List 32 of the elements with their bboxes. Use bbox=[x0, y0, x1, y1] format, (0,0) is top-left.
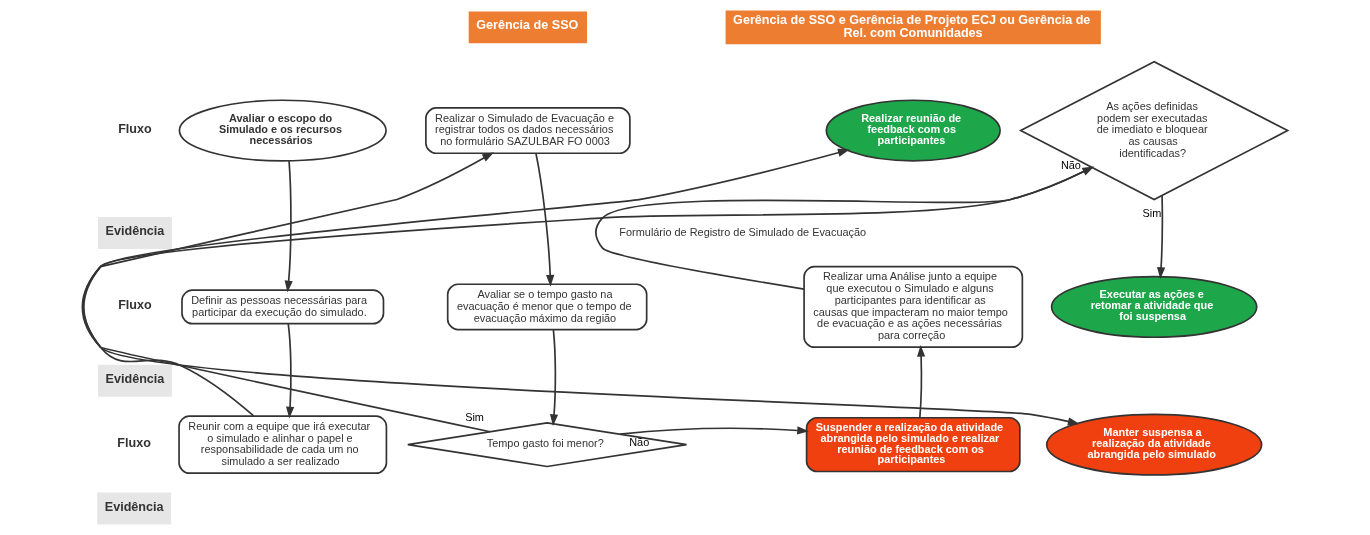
label: Gerência de SSO bbox=[476, 18, 579, 33]
node-ellipse: Manter suspensa a realização da atividade abrangida pelo simulado bbox=[1045, 413, 1263, 476]
node-box: Reunir com a equipe que irá executar o simulado e alinhar o papel e responsabilidade de cada um no simulado a ser realizado bbox=[178, 415, 388, 474]
label: Fluxo bbox=[118, 121, 152, 136]
node-box: Suspender a realização da atividade abrangida pelo simulado e realizar reunião de feedback com os participantes bbox=[805, 416, 1021, 473]
arrow bbox=[1157, 194, 1166, 279]
label: Fluxo bbox=[118, 298, 152, 313]
arrow bbox=[82, 148, 850, 433]
node-box: Realizar o Simulado de Evacuação e registrar todos os dados necessários no formulário SAZULBAR FO 0003 bbox=[425, 107, 631, 155]
label: Evidência bbox=[105, 224, 165, 239]
arrow bbox=[619, 426, 809, 436]
edge-label: Sim bbox=[465, 410, 484, 423]
node-box: Realizar uma Análise junto a equipe que executou o Simulado e alguns participantes para identificar as causas que impacteram no maior tempo de evacuação e as ações necessárias para correção bbox=[803, 265, 1024, 349]
arrow bbox=[286, 323, 295, 419]
arrow bbox=[535, 152, 555, 287]
edge-label: Não bbox=[1060, 159, 1081, 172]
node-box: Definir as pessoas necessárias para participar da execução do simulado. bbox=[181, 289, 385, 325]
arrow bbox=[284, 160, 293, 293]
label: Fluxo bbox=[117, 435, 151, 450]
label: Formulário de Registro de Simulado de Evacuação bbox=[619, 225, 867, 238]
node-ellipse: Realizar reunião de feedback com os participantes bbox=[825, 99, 1001, 162]
node-ellipse: Avaliar o escopo do Simulado e os recursos necessários bbox=[178, 99, 387, 162]
arrow bbox=[917, 344, 926, 419]
label: Evidência bbox=[105, 371, 165, 386]
edge-label: Não bbox=[629, 435, 650, 448]
edge-label: Sim bbox=[1142, 206, 1162, 219]
node-ellipse: Executar as ações e retomar a atividade que foi suspensa bbox=[1050, 275, 1258, 339]
label: Evidência bbox=[104, 499, 164, 514]
node-box: Avaliar se o tempo gasto na evacuação é menor que o tempo de evacuação máximo da região bbox=[446, 283, 648, 331]
arrow bbox=[549, 328, 559, 427]
arrow bbox=[82, 152, 494, 417]
label: Gerência de SSO e Gerência de Projeto ECJ ou Gerência de Rel. com Comunidades bbox=[733, 12, 1091, 40]
